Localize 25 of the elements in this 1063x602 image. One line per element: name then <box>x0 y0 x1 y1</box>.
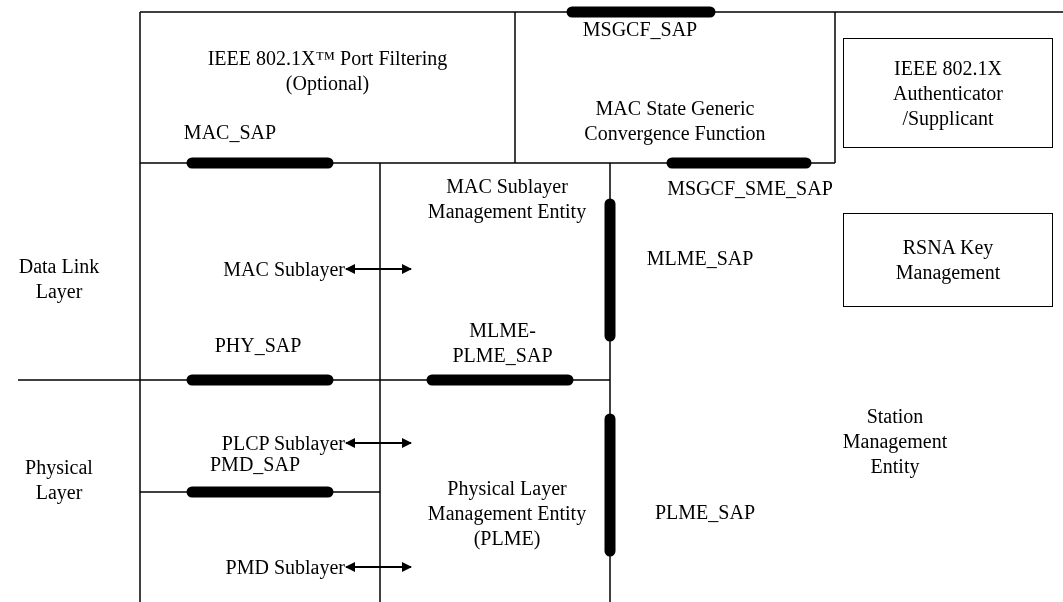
label-text: MSGCF_SAP <box>581 17 699 42</box>
double-arrow <box>345 562 412 572</box>
node-text: PLCP Sublayer <box>221 430 345 456</box>
double-arrow <box>345 264 412 274</box>
node-text: IEEE 802.1X Authenticator /Supplicant <box>892 55 1004 131</box>
label-text: MLME-PLME_SAP <box>451 318 554 368</box>
node-text: IEEE 802.1X™ Port Filtering (Optional) <box>206 46 449 96</box>
double-arrow <box>345 438 412 448</box>
label-text: Data Link Layer <box>17 254 101 304</box>
node-text: MAC Sublayer Management Entity <box>427 174 587 224</box>
process-box <box>843 38 1053 148</box>
process-box <box>843 213 1053 307</box>
label-text: Physical Layer <box>24 455 94 505</box>
node-text: PMD Sublayer <box>225 554 345 580</box>
label-text: MAC_SAP <box>182 120 278 145</box>
label-text: MLME_SAP <box>645 246 755 271</box>
label-text: PHY_SAP <box>213 333 303 358</box>
node-text: RSNA Key Management <box>894 235 1002 285</box>
label-text: Station Management Entity <box>841 404 949 479</box>
node-text: MAC Sublayer <box>223 256 345 282</box>
label-text: PLME_SAP <box>654 500 756 525</box>
node-text: Physical Layer Management Entity (PLME) <box>426 475 588 551</box>
label-text: PMD_SAP <box>208 453 300 477</box>
node-text: MAC State Generic Convergence Function <box>583 96 767 146</box>
label-text: MSGCF_SME_SAP <box>666 176 834 201</box>
